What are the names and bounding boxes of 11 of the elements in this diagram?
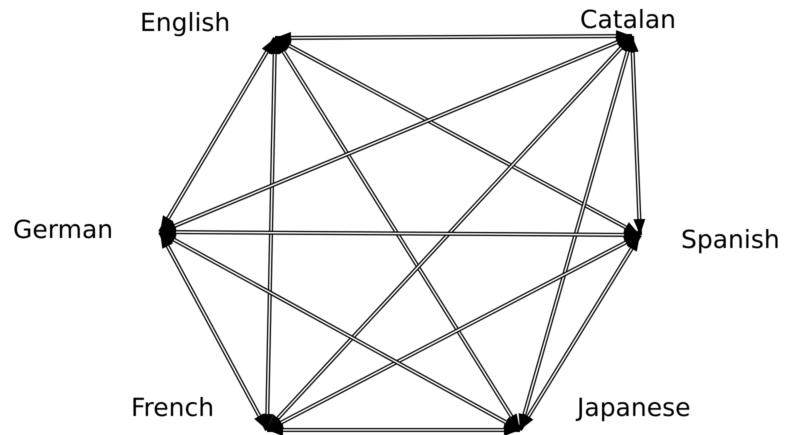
language-label: Catalan bbox=[580, 5, 676, 35]
double-arrow bbox=[158, 36, 277, 234]
double-arrow bbox=[274, 30, 632, 44]
double-arrow bbox=[267, 424, 520, 435]
language-label: German bbox=[13, 215, 114, 245]
language-label: Spanish bbox=[681, 225, 780, 255]
double-arrow bbox=[518, 234, 642, 432]
language-label: Japanese bbox=[577, 393, 691, 423]
double-arrow bbox=[158, 231, 269, 431]
language-label: French bbox=[131, 393, 214, 423]
language-label: English bbox=[140, 8, 230, 38]
